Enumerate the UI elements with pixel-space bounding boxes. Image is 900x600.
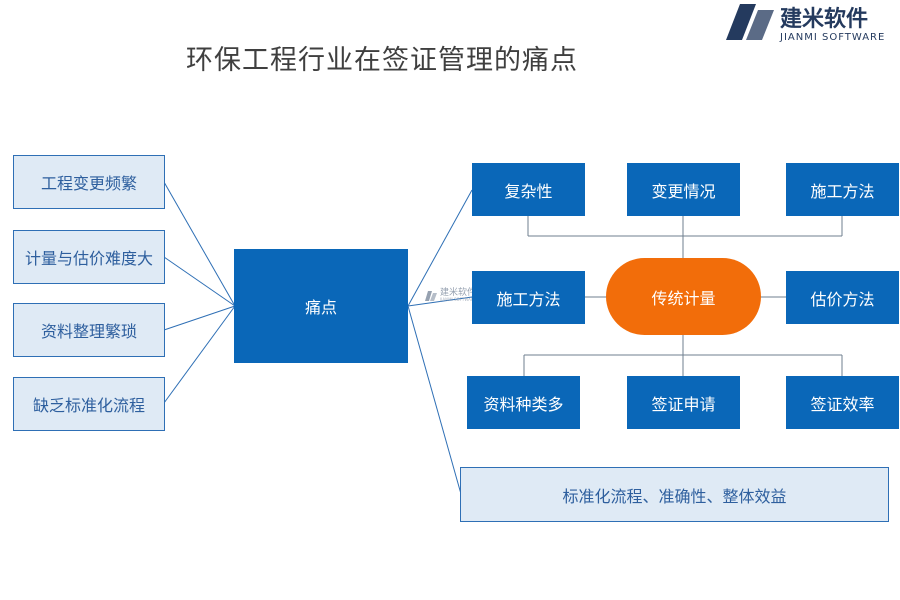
watermark-en: JIANMI SOFTWARE	[440, 297, 477, 302]
watermark: 建米软件 JIANMI SOFTWARE	[425, 289, 476, 302]
node-change-situation: 变更情况	[627, 163, 740, 216]
node-valuation-method: 估价方法	[786, 271, 899, 324]
node-traditional-measurement: 传统计量	[606, 258, 761, 335]
footer-summary: 标准化流程、准确性、整体效益	[460, 467, 889, 522]
node-complexity: 复杂性	[472, 163, 585, 216]
center-node: 痛点	[234, 249, 408, 363]
node-visa-efficiency: 签证效率	[786, 376, 899, 429]
node-construction-method-top: 施工方法	[786, 163, 899, 216]
node-visa-application: 签证申请	[627, 376, 740, 429]
node-data-types: 资料种类多	[467, 376, 580, 429]
logo-text-en: JIANMI SOFTWARE	[780, 32, 886, 43]
left-item-3: 资料整理繁琐	[13, 303, 165, 357]
page-title: 环保工程行业在签证管理的痛点	[186, 45, 578, 76]
left-item-2: 计量与估价难度大	[13, 230, 165, 284]
watermark-logo-icon	[425, 290, 437, 301]
logo-text-cn: 建米软件	[780, 7, 869, 32]
left-item-4: 缺乏标准化流程	[13, 377, 165, 431]
jianmi-logo-icon	[726, 4, 774, 40]
left-item-1: 工程变更频繁	[13, 155, 165, 209]
node-construction-method: 施工方法	[472, 271, 585, 324]
watermark-cn: 建米软件	[440, 288, 477, 298]
